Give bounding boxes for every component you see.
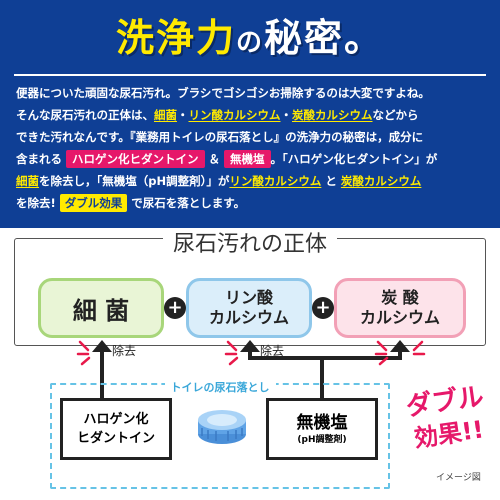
carbonate-label-1: 炭 酸 xyxy=(381,288,419,307)
remove-label-left: 除去 xyxy=(112,344,137,358)
text: そんな尿石汚れの正体は、 xyxy=(16,108,154,122)
explanation-panel: 洗浄力の秘密。 便器についた頑固な尿石汚れ。ブラシでゴシゴシお掃除するのは大変で… xyxy=(0,0,500,228)
highlight-phosphate: リン酸カルシウム xyxy=(188,108,281,122)
text: ＆ xyxy=(208,152,221,166)
plus-icon: + xyxy=(164,297,186,319)
text: と xyxy=(325,174,337,188)
double-effect-line-2: 効果!! xyxy=(412,415,485,450)
halogen-label-2: ヒダントイン xyxy=(76,431,155,446)
text: ・ xyxy=(280,108,293,122)
highlight-carbonate: 炭酸カルシウム xyxy=(292,108,373,122)
body-line-2: そんな尿石汚れの正体は、細菌・リン酸カルシウム・炭酸カルシウムなどから xyxy=(16,104,490,126)
highlight-phosphate: リン酸カルシウム xyxy=(229,174,322,188)
bacteria-pill: 細 菌 xyxy=(38,278,164,338)
text: で尿石を落とします。 xyxy=(131,196,246,210)
tablet-icon xyxy=(198,410,246,444)
burst-icon xyxy=(374,340,426,366)
headline-main: 洗浄力 xyxy=(115,16,236,60)
halogen-box: ハロゲン化 ヒダントイン xyxy=(60,398,172,460)
tag-halogen: ハロゲン化ヒダントイン xyxy=(66,150,205,168)
text: などから xyxy=(372,108,419,122)
headline: 洗浄力の秘密。 xyxy=(0,14,500,67)
body-line-4: 含まれる ハロゲン化ヒダントイン ＆ 無機塩。「ハロゲン化ヒダントイン」が xyxy=(16,148,490,170)
diagram-title-text: 尿石汚れの正体 xyxy=(162,230,337,260)
body-line-1: 便器についた頑固な尿石汚れ。ブラシでゴシゴシお掃除するのは大変ですよね。 xyxy=(16,86,430,100)
text: 含まれる xyxy=(16,152,62,166)
body-line-5: 細菌を除去し，「無機塩（pH調整剤）」がリン酸カルシウム と 炭酸カルシウム xyxy=(16,170,490,192)
highlight-bacteria: 細菌 xyxy=(154,108,177,122)
text: を除去! xyxy=(16,196,56,210)
diagram-title: 尿石汚れの正体 xyxy=(0,230,500,260)
headline-dot: 。 xyxy=(344,16,385,60)
body-text: 便器についた頑固な尿石汚れ。ブラシでゴシゴシお掃除するのは大変ですよね。 そんな… xyxy=(16,82,490,214)
tag-double-effect: ダブル効果 xyxy=(59,194,128,212)
burst-icon xyxy=(76,340,91,366)
double-effect-badge: ダブル 効果!! xyxy=(402,380,488,450)
image-note: イメージ図 xyxy=(436,473,481,483)
arrow-head xyxy=(240,340,260,352)
bacteria-label: 細 菌 xyxy=(72,296,130,325)
inorganic-box: 無機塩 (pH調整剤) xyxy=(266,398,378,460)
text: 。「ハロゲン化ヒダントイン」が xyxy=(270,152,438,166)
body-line-6: を除去! ダブル効果 で尿石を落とします。 xyxy=(16,192,490,214)
phosphate-label-1: リン酸 xyxy=(224,288,273,307)
carbonate-label-2: カルシウム xyxy=(359,308,440,327)
product-label-text: トイレの尿石落とし xyxy=(164,381,276,395)
phosphate-pill: リン酸 カルシウム xyxy=(186,278,312,338)
body-line-3: できた汚れなんです。『業務用トイレの尿石落とし』の洗浄力の秘密は，成分に xyxy=(16,130,424,144)
remove-label-right: 除去 xyxy=(260,344,285,358)
headline-particle: の xyxy=(235,28,264,58)
text: ・ xyxy=(177,108,189,122)
product-label: トイレの尿石落とし xyxy=(0,376,440,395)
arrow-head xyxy=(92,340,112,352)
divider xyxy=(14,74,486,76)
inorganic-label: 無機塩 xyxy=(296,412,348,433)
phosphate-label-2: カルシウム xyxy=(208,308,289,327)
tag-inorganic: 無機塩 xyxy=(224,150,271,168)
highlight-bacteria: 細菌 xyxy=(16,174,39,188)
inorganic-sub-label: (pH調整剤) xyxy=(297,434,347,445)
headline-tail: 秘密 xyxy=(264,16,345,60)
plus-icon: + xyxy=(312,297,334,319)
carbonate-pill: 炭 酸 カルシウム xyxy=(334,278,466,338)
arrow-head xyxy=(390,340,410,352)
highlight-carbonate: 炭酸カルシウム xyxy=(340,174,422,188)
burst-icon xyxy=(224,340,239,366)
halogen-label-1: ハロゲン化 xyxy=(83,412,149,427)
text: を除去し，「無機塩（pH調整剤）」が xyxy=(39,174,230,188)
